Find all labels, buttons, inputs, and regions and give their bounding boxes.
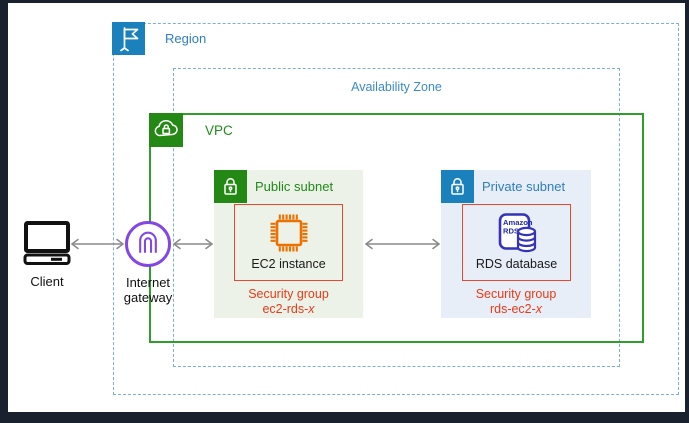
rds-icon-text-line1: Amazon [503, 218, 533, 227]
region-label: Region [165, 31, 207, 46]
ec2-chip-icon [266, 210, 312, 256]
internet-gateway-label: Internet gateway [123, 275, 173, 305]
internet-gateway-icon [125, 221, 171, 267]
ec2-security-group-box: EC2 instance [234, 204, 343, 281]
availability-zone-label: Availability Zone [351, 80, 442, 94]
ec2-security-group-caption: Security group ec2-rds-x [214, 287, 363, 316]
vpc-cloud-lock-icon [149, 113, 183, 147]
client-computer-icon [22, 220, 72, 267]
public-subnet-label: Public subnet [255, 179, 334, 194]
availability-zone-box [173, 68, 620, 367]
client-node: Client [14, 220, 80, 289]
rds-icon-text-line2: RDS [503, 227, 519, 236]
rds-database-icon: Amazon RDS [493, 210, 541, 256]
private-subnet-lock-icon [441, 170, 474, 203]
rds-security-group-caption: Security group rds-ec2-x [441, 287, 591, 316]
region-flag-icon [112, 22, 145, 55]
security-group-name: ec2-rds-x [262, 301, 315, 316]
rds-security-group-box: Amazon RDS RDS database [462, 204, 571, 281]
public-subnet-lock-icon [214, 170, 247, 203]
vpc-label: VPC [205, 123, 233, 138]
diagram-canvas: Availability Zone Region VPC [8, 3, 685, 412]
client-label: Client [30, 274, 64, 289]
rds-database-label: RDS database [475, 257, 558, 271]
security-group-name: rds-ec2-x [489, 301, 543, 316]
ec2-instance-label: EC2 instance [251, 257, 326, 271]
security-group-title: Security group [248, 287, 329, 301]
region-box [113, 23, 679, 395]
private-subnet-label: Private subnet [482, 179, 566, 194]
security-group-title: Security group [475, 287, 557, 301]
